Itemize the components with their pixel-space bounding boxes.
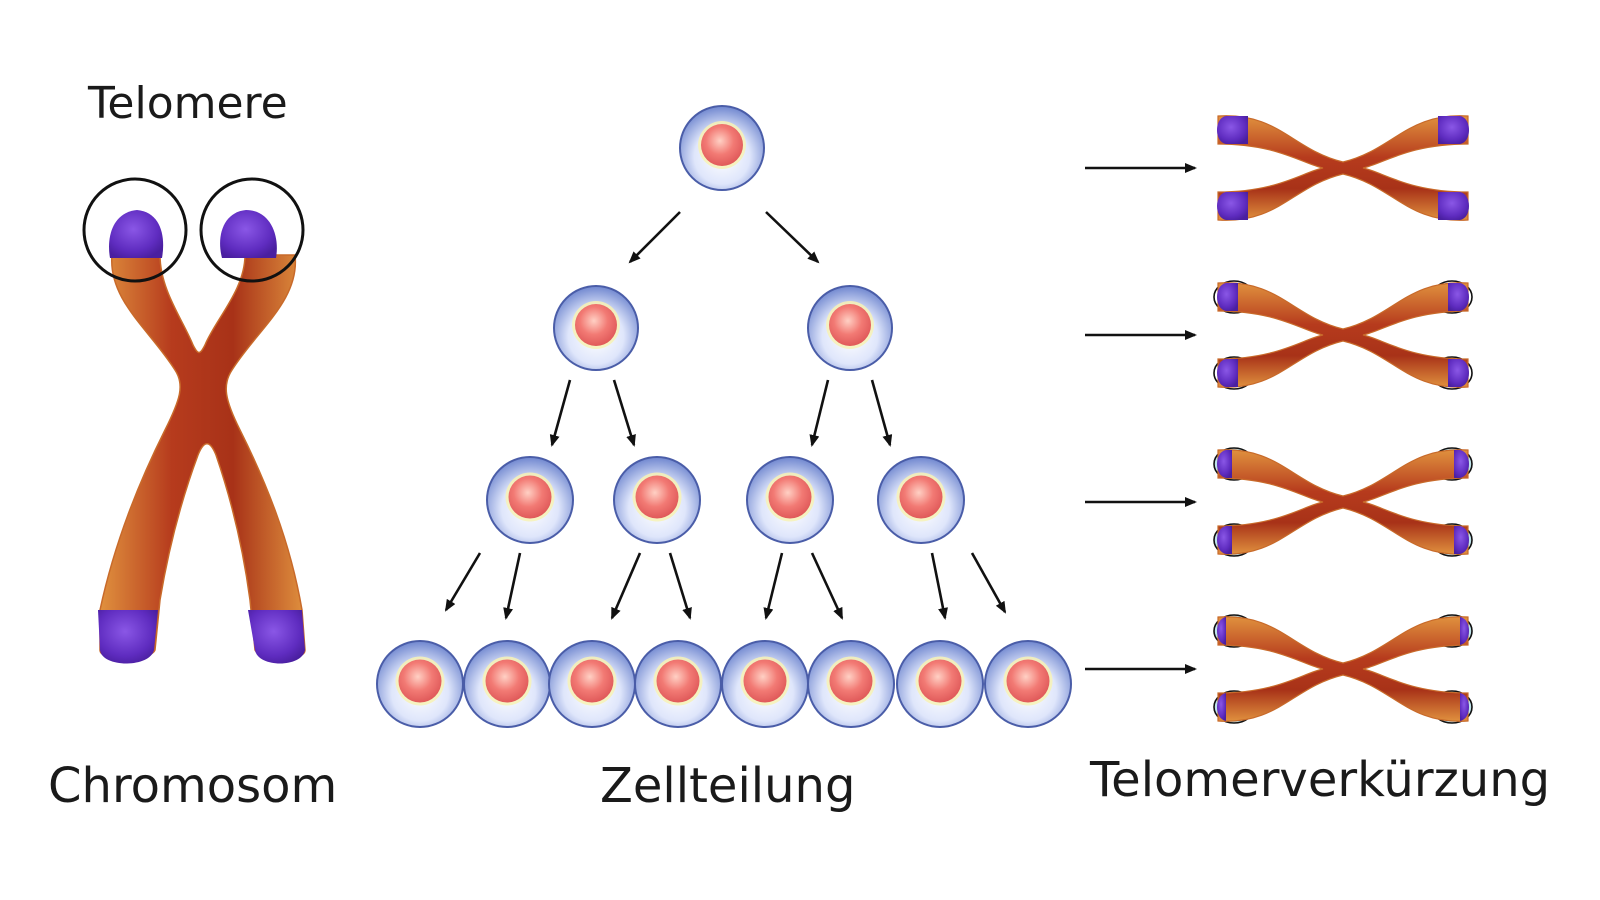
telomere-highlight-circle-left <box>82 177 188 283</box>
cell-division-tree <box>376 105 1072 728</box>
cell <box>486 456 574 544</box>
telomere-cap <box>1217 526 1232 554</box>
telomere-cap-bottom-left <box>98 610 158 664</box>
division-arrow <box>765 211 820 264</box>
division-arrow <box>970 552 1007 614</box>
telomere-cap <box>1217 693 1226 721</box>
cell <box>746 456 834 544</box>
telomere-cap <box>1217 192 1248 220</box>
cell <box>376 640 464 728</box>
nucleus <box>899 475 943 519</box>
telomere-cap-bottom-right <box>248 610 305 664</box>
cell <box>548 640 636 728</box>
chromosome-label: Chromosom <box>48 758 338 814</box>
shortening-stage <box>1085 280 1473 390</box>
cell-division-label: Zellteilung <box>600 758 856 814</box>
telomere-label: Telomere <box>88 78 288 129</box>
cell <box>896 640 984 728</box>
nucleus <box>829 304 871 346</box>
division-arrow <box>810 552 844 620</box>
division-arrows <box>444 211 1007 620</box>
division-arrow <box>610 552 642 620</box>
chromatid-left <box>99 254 306 660</box>
chromosome-small <box>1217 115 1469 221</box>
division-arrow <box>628 211 681 264</box>
nucleus <box>575 304 617 346</box>
division-arrow <box>668 552 692 620</box>
shortening-stage <box>1085 115 1469 221</box>
telomere-cap <box>1460 693 1469 721</box>
division-arrow <box>503 552 522 620</box>
telomere-cap <box>1217 450 1232 478</box>
cell <box>984 640 1072 728</box>
nucleus <box>508 475 552 519</box>
division-arrow <box>809 379 830 447</box>
cell <box>679 105 765 191</box>
telomere-shortening-stages <box>1085 115 1473 724</box>
division-arrow <box>444 552 482 612</box>
division-arrow <box>930 552 948 620</box>
nucleus <box>918 659 962 703</box>
nucleus <box>829 659 873 703</box>
nucleus <box>1006 659 1050 703</box>
telomere-cap <box>1438 116 1469 144</box>
telomere-cap <box>1448 359 1469 387</box>
cell <box>877 456 965 544</box>
cell <box>807 640 895 728</box>
chromosome-small <box>1217 282 1469 388</box>
shortening-stage <box>1085 614 1473 724</box>
nucleus <box>570 659 614 703</box>
division-arrow <box>549 379 572 447</box>
telomere-shortening-label: Telomerverkürzung <box>1090 752 1551 808</box>
telomere-cap <box>1217 116 1248 144</box>
cell <box>807 285 893 371</box>
telomere-cap <box>1448 283 1469 311</box>
nucleus <box>485 659 529 703</box>
shortening-stage <box>1085 447 1473 557</box>
telomere-cap <box>1454 526 1469 554</box>
telomere-cap <box>1217 359 1238 387</box>
division-arrow <box>870 379 893 447</box>
nucleus <box>743 659 787 703</box>
division-arrow <box>763 552 784 620</box>
telomere-cap <box>1438 192 1469 220</box>
cell <box>634 640 722 728</box>
chromosome-small <box>1217 616 1469 722</box>
nucleus <box>656 659 700 703</box>
telomere-highlight-circle-right <box>199 177 305 283</box>
chromosome-small <box>1217 449 1469 555</box>
nucleus <box>398 659 442 703</box>
cell <box>553 285 639 371</box>
telomere-cap-top-right <box>220 210 277 258</box>
telomere-cap <box>1454 450 1469 478</box>
cell <box>613 456 701 544</box>
nucleus <box>701 124 743 166</box>
nucleus <box>635 475 679 519</box>
telomere-cap <box>1217 283 1238 311</box>
nucleus <box>768 475 812 519</box>
telomere-cap <box>1460 617 1469 645</box>
cell <box>463 640 551 728</box>
chromosome-large <box>82 177 306 664</box>
telomere-cap-top-left <box>109 210 164 258</box>
division-arrow <box>612 379 636 447</box>
cell <box>721 640 809 728</box>
telomere-cap <box>1217 617 1226 645</box>
